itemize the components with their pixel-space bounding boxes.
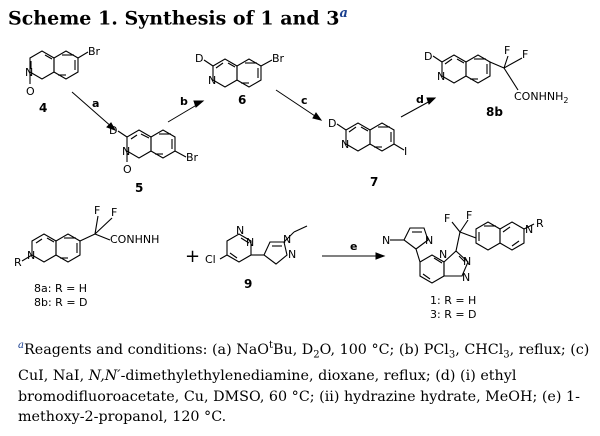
compound-9-structure — [219, 225, 308, 265]
molecule-bonds — [21, 50, 535, 284]
compound-numbers: 4 5 6 7 8b 9 8a: R = H 8b: R = D 1: R = … — [34, 93, 503, 321]
atom-n2-9: N — [246, 236, 254, 249]
footnote-italic-nn: N,N′ — [88, 368, 121, 385]
step-label-c: c — [301, 94, 308, 107]
atom-n-5: N — [122, 145, 130, 158]
compound-5-structure — [117, 129, 187, 162]
atom-f2-1: F — [466, 209, 472, 222]
atom-d-5: D — [109, 124, 117, 137]
atom-o-4: O — [26, 85, 35, 98]
arrow-c — [275, 89, 319, 119]
compound-4-structure — [29, 50, 89, 84]
scheme-title-text: Scheme 1. Synthesis of 1 and 3 — [8, 7, 340, 30]
atom-f2-8b: F — [522, 48, 528, 61]
compound-number-4: 4 — [39, 101, 47, 115]
footnote-part-4: , CHCl — [455, 341, 504, 358]
atom-cl-9: Cl — [205, 253, 216, 266]
compound-7-structure — [336, 122, 405, 152]
plus-sign: + — [185, 246, 200, 267]
atom-n4-1: N — [463, 255, 471, 268]
arrow-e-head — [375, 252, 386, 260]
reaction-arrows — [71, 89, 437, 260]
arrow-a — [71, 91, 114, 129]
footnote-part-3: O, 100 °C; (b) PCl — [319, 341, 449, 358]
compound-8a-label: 8a: R = H — [34, 282, 87, 295]
compound-number-8b: 8b — [486, 105, 503, 119]
atom-n-4: N — [25, 66, 33, 79]
atom-f1-8: F — [94, 204, 100, 217]
atom-d-8b: D — [424, 50, 432, 63]
compound-1-label: 1: R = H — [430, 294, 476, 307]
atom-f2-8: F — [111, 206, 117, 219]
footnote-d2-subscript: 2 — [313, 349, 320, 361]
atom-n3-1: N — [439, 248, 447, 261]
step-label-b: b — [180, 95, 188, 108]
compound-8b-structure — [432, 54, 523, 91]
atom-n-8: N — [27, 249, 35, 262]
footnote-t-superscript: t — [268, 340, 273, 351]
compound-1-3-structure — [390, 219, 535, 284]
compound-8b-label: 8b: R = D — [34, 296, 88, 309]
atom-n3-9: N — [283, 233, 291, 246]
compound-6-structure — [203, 58, 273, 88]
footnote-chcl3-subscript: 3 — [503, 349, 510, 361]
reaction-scheme: N O Br D N O Br D N Br D N I D N F F CON… — [14, 44, 568, 321]
atom-n6-1: N — [525, 223, 533, 236]
arrow-a-head — [106, 122, 117, 131]
arrow-b-head — [193, 100, 205, 108]
compound-number-5: 5 — [135, 181, 143, 195]
atom-n1-1: N — [382, 234, 390, 247]
atom-f1-1: F — [444, 212, 450, 225]
arrow-d — [400, 99, 433, 118]
atom-br-5: Br — [186, 151, 199, 164]
footnote-part-5: , reflux; (c) CuI, NaI, — [18, 341, 590, 385]
atom-n-8b: N — [437, 70, 445, 83]
atom-labels: N O Br D N O Br D N Br D N I D N F F CON… — [14, 44, 568, 284]
compound-number-9: 9 — [244, 277, 252, 291]
compound-8-structure — [21, 215, 113, 263]
compound-number-6: 6 — [238, 93, 246, 107]
arrow-d-head — [426, 97, 437, 105]
atom-n1-9: N — [236, 224, 244, 237]
scheme-title: Scheme 1. Synthesis of 1 and 3a — [8, 6, 348, 29]
atom-hydrazide-8: CONHNH — [110, 233, 159, 246]
arrow-c-head — [312, 112, 323, 121]
atom-n5-1: N — [462, 271, 470, 284]
atom-br-6: Br — [272, 52, 285, 65]
step-label-a: a — [92, 97, 99, 110]
step-label-d: d — [416, 93, 424, 106]
atom-f1-8b: F — [504, 44, 510, 57]
arrow-b — [167, 102, 201, 123]
atom-br-4: Br — [88, 45, 101, 58]
step-letters: a b c d e — [92, 93, 424, 253]
footnote-marker: a — [18, 340, 24, 351]
atom-n2-1: N — [425, 234, 433, 247]
atom-n4-9: N — [288, 248, 296, 261]
footnote-part-1: Reagents and conditions: (a) NaO — [23, 341, 269, 358]
atom-d-7: D — [328, 117, 336, 130]
atom-n-6: N — [208, 74, 216, 87]
footnote-part-6: -dimethylethylenediamine, dioxane, reflu… — [18, 368, 580, 426]
atom-r-8: R — [14, 256, 22, 269]
reagents-footnote: aReagents and conditions: (a) NaOtBu, D2… — [18, 336, 590, 428]
footnote-part-2: Bu, D — [272, 341, 314, 358]
atom-o-5: O — [123, 163, 132, 176]
compound-number-7: 7 — [370, 175, 378, 189]
atom-d-6: D — [195, 52, 203, 65]
step-label-e: e — [350, 240, 357, 253]
scheme-title-footnote-marker: a — [339, 6, 348, 21]
footnote-pcl3-subscript: 3 — [448, 349, 456, 361]
atom-hydrazide-8b: CONHNH2 — [514, 90, 568, 105]
atom-n-7: N — [341, 138, 349, 151]
atom-i-7: I — [404, 145, 407, 158]
compound-3-label: 3: R = D — [430, 308, 477, 321]
atom-r-1: R — [536, 217, 544, 230]
